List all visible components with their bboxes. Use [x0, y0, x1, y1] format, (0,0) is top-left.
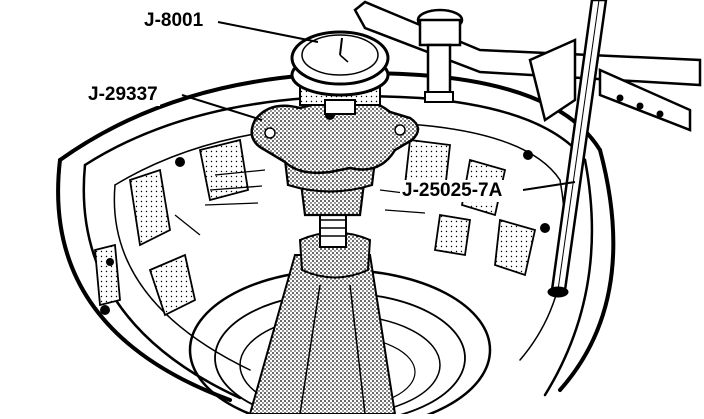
rim-bolts [100, 150, 550, 315]
leader-gauge [217, 21, 319, 43]
callout-fixture: J-29337 [86, 84, 160, 106]
callout-rod: J-25025-7A [400, 180, 505, 202]
leader-fixture [181, 94, 263, 121]
leader-lines [181, 21, 576, 191]
leader-rod [522, 181, 576, 191]
guide-rod [547, 0, 608, 298]
dial-gauge [290, 30, 390, 115]
output-shaft [248, 231, 397, 415]
gauge-mount-bar [353, 0, 702, 132]
callout-gauge: J-8001 [142, 10, 206, 32]
inner-wall-ribs [94, 138, 537, 317]
threaded-stud [319, 211, 347, 248]
